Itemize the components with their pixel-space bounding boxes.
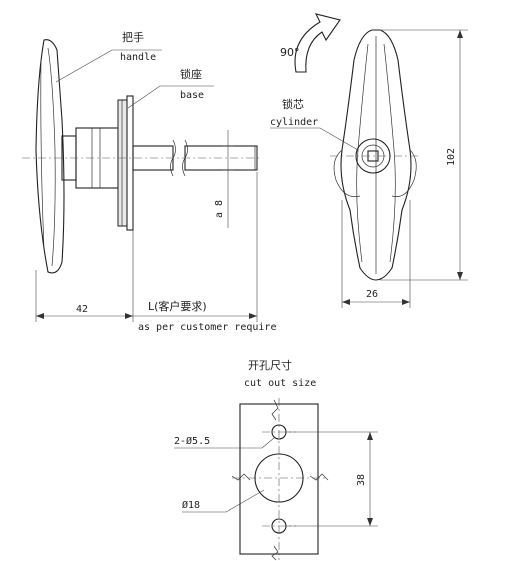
dim-26-label: 26 bbox=[366, 289, 378, 300]
dia18-leader bbox=[182, 489, 265, 513]
handle-label-cn: 把手 bbox=[122, 30, 144, 44]
base-plate bbox=[117, 99, 128, 227]
base-leader bbox=[127, 85, 214, 109]
base-label-cn: 锁座 bbox=[180, 67, 202, 81]
rotation-arrow bbox=[294, 13, 341, 73]
holes-leader bbox=[174, 437, 275, 449]
dim-102-label: 102 bbox=[446, 148, 457, 166]
base-flange bbox=[126, 95, 134, 231]
cylinder-label-en: cylinder bbox=[270, 117, 318, 128]
cylinder-leader bbox=[270, 127, 359, 151]
handle-outline bbox=[35, 39, 65, 274]
side-view: a 8 42 L(客户要求) as per customer require 把… bbox=[22, 30, 276, 333]
dim-L-en-label: as per customer require bbox=[138, 322, 276, 333]
base-label-en: base bbox=[180, 90, 204, 101]
cutout-label-en: cut out size bbox=[244, 378, 316, 389]
cylinder-label-cn: 锁芯 bbox=[282, 97, 304, 111]
cutout-label-cn: 开孔尺寸 bbox=[248, 358, 292, 372]
handle-leader bbox=[55, 49, 162, 83]
dim-38-label: 38 bbox=[356, 474, 367, 486]
cutout-view: 开孔尺寸 cut out size 2-Ø5.5 Ø18 38 bbox=[174, 358, 378, 561]
front-view: 90° 锁芯 cylinder 102 26 bbox=[270, 13, 468, 308]
handle-shadow bbox=[40, 59, 45, 251]
dia18-label: Ø18 bbox=[182, 499, 200, 511]
dim-42-label: 42 bbox=[76, 304, 88, 315]
handle-label-en: handle bbox=[120, 52, 156, 63]
front-handle-outline bbox=[340, 29, 412, 281]
dim-L-label: L(客户要求) bbox=[148, 299, 207, 313]
hole-center bbox=[254, 453, 304, 503]
holes-label: 2-Ø5.5 bbox=[174, 435, 210, 447]
dim-a8-label: a 8 bbox=[214, 200, 225, 218]
handle-inner-edge bbox=[47, 47, 56, 267]
rotation-label: 90° bbox=[280, 46, 300, 59]
front-lobe bbox=[333, 149, 361, 197]
